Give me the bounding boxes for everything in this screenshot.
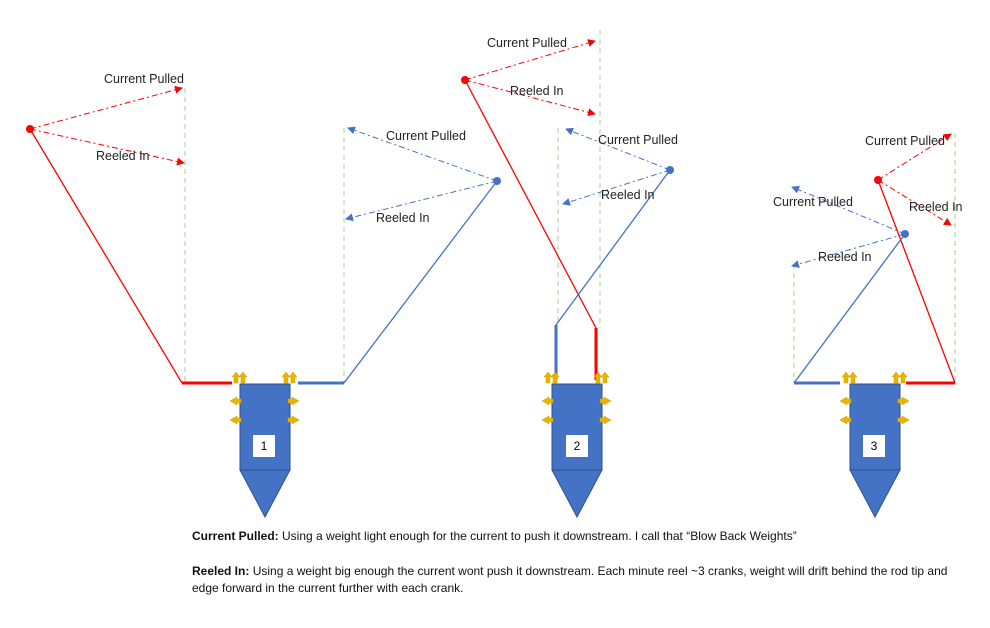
current-flow-arrows [541, 371, 612, 425]
red-current-label: Current Pulled [487, 36, 567, 50]
current-flow-arrows [229, 371, 300, 425]
legend-term: Current Pulled: [192, 529, 279, 543]
blue-fishing-line [343, 180, 498, 384]
boat-2: 2 [551, 383, 603, 519]
blue-reeled-arrow [791, 233, 906, 268]
boat-1-group: Current Pulled Reeled In Current Pulled … [26, 72, 501, 519]
red-fishing-line [29, 128, 183, 384]
legend-term: Reeled In: [192, 564, 250, 578]
legend-description: Using a weight light enough for the curr… [278, 529, 797, 543]
boat-1: 1 [239, 383, 291, 519]
boat-3: 3 [849, 383, 901, 519]
red-fishing-line [464, 79, 597, 329]
red-reeled-arrow [877, 179, 952, 226]
red-current-label: Current Pulled [104, 72, 184, 86]
red-reeled-label: Reeled In [510, 84, 564, 98]
red-reeled-label: Reeled In [96, 149, 150, 163]
blue-reeled-label: Reeled In [818, 250, 872, 264]
red-reeled-arrow [29, 128, 185, 166]
blue-reeled-arrow [345, 180, 498, 222]
blue-current-arrow [565, 127, 671, 171]
boat-3-number: 3 [871, 439, 878, 453]
blue-current-label: Current Pulled [773, 195, 853, 209]
boat-number-box [253, 435, 275, 457]
blue-current-label: Current Pulled [598, 133, 678, 147]
red-current-arrow [29, 85, 183, 130]
blue-fishing-line [555, 169, 671, 326]
legend-reeled-in: Reeled In: Using a weight big enough the… [192, 563, 952, 597]
red-current-arrow [877, 133, 952, 181]
red-current-arrow [464, 39, 596, 81]
boat-2-group: Current Pulled Reeled In Current Pulled … [461, 30, 678, 519]
boat-2-number: 2 [574, 439, 581, 453]
red-fishing-line [877, 179, 956, 384]
red-current-label: Current Pulled [865, 134, 945, 148]
legend-description: Using a weight big enough the current wo… [192, 564, 948, 595]
legend-current-pulled: Current Pulled: Using a weight light eno… [192, 528, 952, 545]
blue-reeled-arrow [562, 169, 671, 206]
blue-reeled-label: Reeled In [601, 188, 655, 202]
blue-fishing-line [793, 233, 906, 384]
blue-current-arrow [347, 126, 498, 182]
blue-current-arrow [791, 185, 906, 235]
boat-number-box [566, 435, 588, 457]
blue-reeled-label: Reeled In [376, 211, 430, 225]
blue-current-label: Current Pulled [386, 129, 466, 143]
current-flow-arrows [839, 371, 910, 425]
boat-number-box [863, 435, 885, 457]
boat-1-number: 1 [261, 439, 268, 453]
red-reeled-label: Reeled In [909, 200, 963, 214]
boat-3-group: Current Pulled Reeled In Current Pulled … [773, 133, 963, 519]
